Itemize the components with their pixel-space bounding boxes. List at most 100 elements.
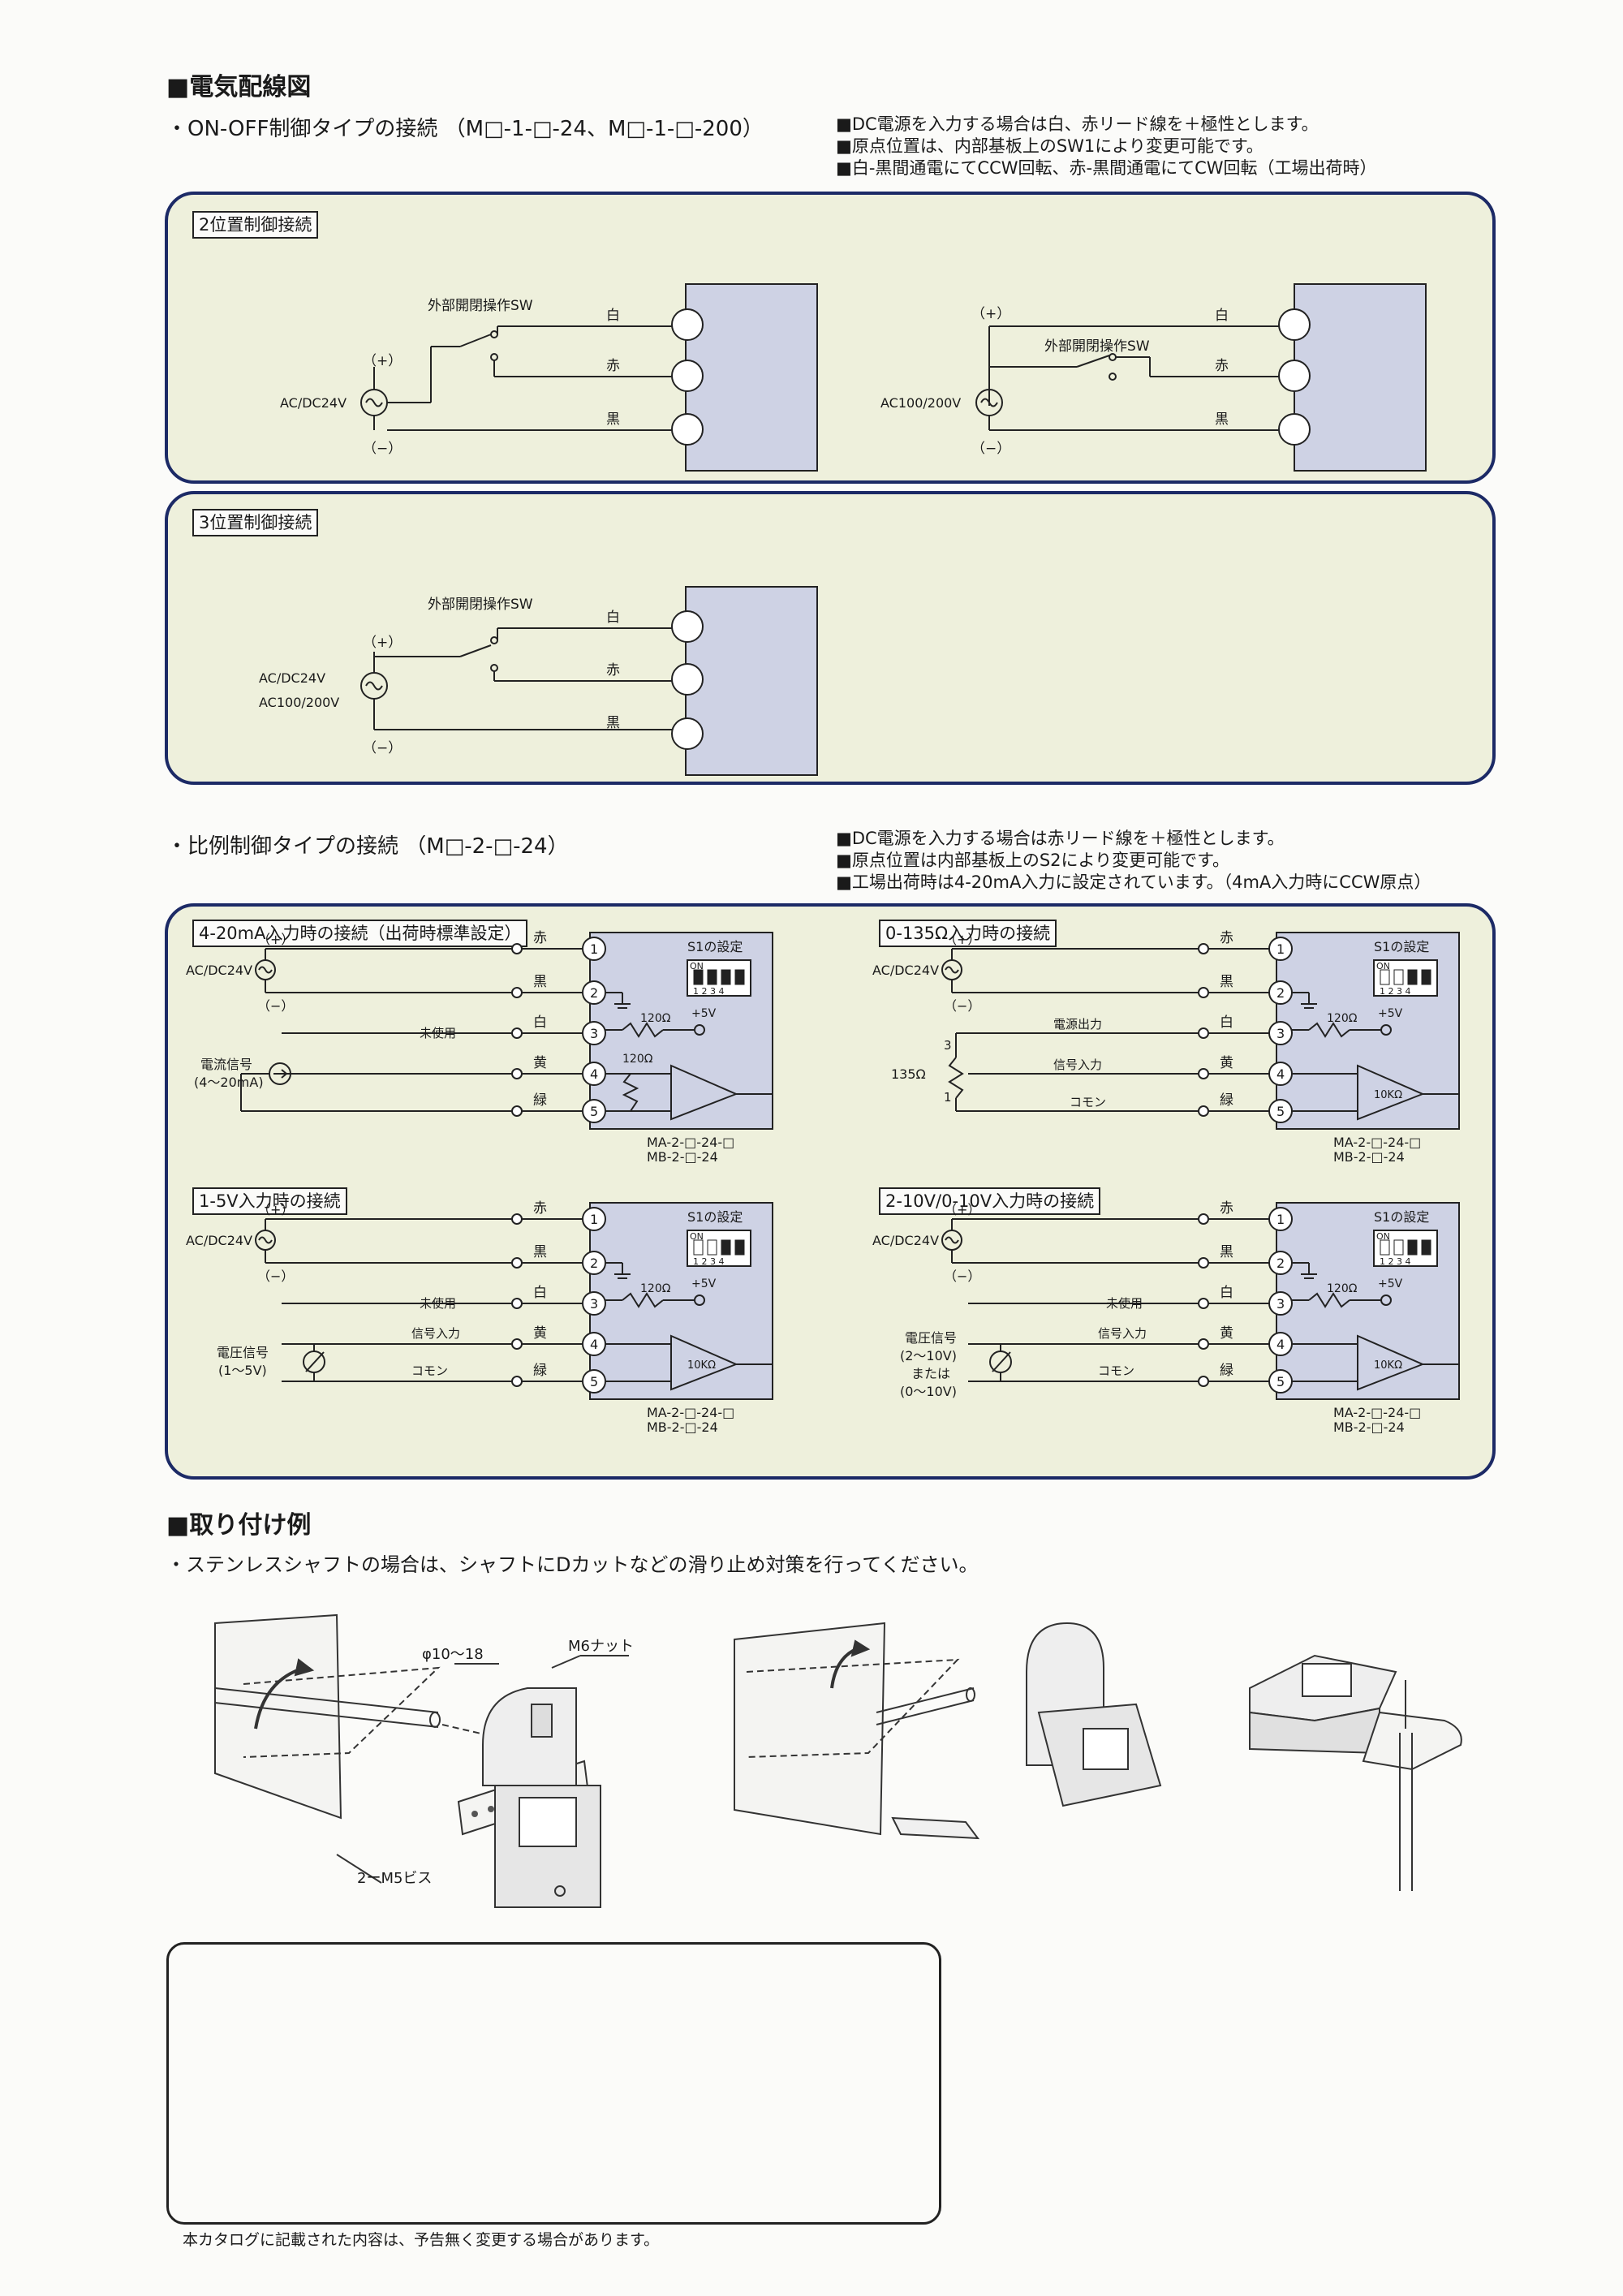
wire-color-label: 赤 — [533, 1200, 547, 1217]
sine-wave-icon — [258, 1236, 273, 1244]
terminal-number: 2 — [1276, 1256, 1285, 1271]
panel-three-position: 3位置制御接続 外部開閉操作SW 白 赤 黒 （+） （−） AC/DC24V … — [165, 491, 1496, 785]
wire-white-label: 白 — [606, 308, 620, 324]
minus-label: （−） — [944, 998, 980, 1014]
wire-red-label: 赤 — [606, 358, 620, 374]
s1-setting-label: S1の設定 — [1374, 939, 1429, 954]
wire-end — [511, 1338, 523, 1350]
current-signal-label: 電流信号 — [200, 1057, 252, 1072]
terminal-number: 4 — [1276, 1066, 1285, 1082]
terminal-number: 3 — [1276, 1026, 1285, 1041]
power-acdc24-label: AC/DC24V — [280, 395, 347, 411]
wire-color-label: 緑 — [533, 1092, 547, 1109]
minus-label: （−） — [944, 1269, 980, 1284]
wire-color-label: 緑 — [1220, 1363, 1233, 1379]
sw-label-2pos-left: 外部開閉操作SW — [428, 298, 533, 314]
terminal-number: 4 — [590, 1337, 598, 1352]
onoff-note-1: ■DC電源を入力する場合は白、赤リード線を＋極性とします。 — [836, 114, 1319, 134]
amplifier-symbol — [1357, 1064, 1425, 1121]
power-acdc24-label: AC/DC24V — [186, 963, 252, 978]
wire-color-label: 赤 — [1220, 1200, 1233, 1217]
plus-5v-node — [1380, 1294, 1392, 1306]
dip-number-label: 1 2 3 4 — [1380, 986, 1410, 997]
model-b-label: MB-2-□-24 — [647, 1149, 718, 1165]
model-a-label: MA-2-□-24-□ — [1333, 1405, 1421, 1420]
wire-end — [511, 943, 523, 954]
model-a-label: MA-2-□-24-□ — [647, 1135, 734, 1150]
unused-label: 未使用 — [1106, 1296, 1143, 1311]
prop-note-1: ■DC電源を入力する場合は赤リード線を＋極性とします。 — [836, 829, 1285, 848]
three-position-diagram: 外部開閉操作SW 白 赤 黒 （+） （−） AC/DC24V AC100/20… — [259, 586, 818, 776]
dip-on-label: ON — [1376, 961, 1390, 971]
dip-lever — [1407, 1239, 1418, 1256]
sine-wave-icon — [258, 966, 273, 974]
wire-color-label: 赤 — [533, 930, 547, 946]
resistor-10k-label: 10KΩ — [1374, 1089, 1402, 1101]
wire-color-label: 黒 — [1220, 1244, 1233, 1260]
footer-disclaimer: 本カタログに記載された内容は、予告無く変更する場合があります。 — [183, 2231, 660, 2249]
plus-label: （+） — [257, 932, 294, 947]
variable-arrow — [992, 1351, 1011, 1372]
resistor-120-label: 120Ω — [640, 1012, 671, 1025]
dip-lever — [693, 1239, 704, 1256]
sine-wave-icon — [945, 966, 959, 974]
common-label: コモン — [1098, 1363, 1134, 1378]
wire-end — [511, 1068, 523, 1079]
voltage-signal-label: 電圧信号 — [217, 1345, 269, 1360]
resistor-symbol — [622, 1292, 664, 1308]
terminal-number: 3 — [1276, 1296, 1285, 1312]
dip-lever — [1421, 1239, 1431, 1256]
sw-label-2pos-right: 外部開閉操作SW — [1044, 338, 1150, 355]
wire-black-label: 黒 — [606, 715, 620, 731]
plus-label: （+） — [944, 932, 980, 947]
wire-color-label: 白 — [1220, 1285, 1233, 1301]
resistor-120-label: 120Ω — [1327, 1012, 1358, 1025]
resistor-120-label: 120Ω — [640, 1282, 671, 1295]
shunt-resistor-symbol — [622, 1073, 639, 1112]
terminal-number: 2 — [590, 1256, 598, 1271]
dip-on-label: ON — [1376, 1231, 1390, 1242]
wire-red-label: 赤 — [606, 662, 620, 678]
plus-5v-node — [1380, 1024, 1392, 1036]
power-acdc24-label: AC/DC24V — [186, 1233, 252, 1248]
model-b-label: MB-2-□-24 — [647, 1419, 718, 1435]
dip-lever — [721, 1239, 731, 1256]
minus-label: （−） — [363, 441, 402, 457]
voltage-range-0-10-label: (0～10V) — [900, 1384, 957, 1399]
panel-two-position: 2位置制御接続 外部開閉操作SW 白 赤 黒 （+） （−） AC/DC24V … — [165, 192, 1496, 484]
dip-number-label: 1 2 3 4 — [1380, 1256, 1410, 1267]
wire-end — [1198, 1213, 1209, 1225]
section-title-wiring: ■電気配線図 — [166, 73, 312, 101]
wire-end — [1198, 943, 1209, 954]
wire-color-label: 白 — [533, 1285, 547, 1301]
wire-color-label: 白 — [533, 1014, 547, 1031]
wire-end — [511, 1257, 523, 1269]
panel-title-three-position: 3位置制御接続 — [192, 509, 319, 536]
terminal-number: 2 — [1276, 985, 1285, 1001]
wire-end — [511, 1027, 523, 1039]
plus-5v-label: +5V — [691, 1007, 717, 1020]
wire-end — [1198, 1068, 1209, 1079]
amplifier-symbol — [670, 1334, 738, 1391]
dip-number-label: 1 2 3 4 — [693, 1256, 724, 1267]
onoff-note-2: ■原点位置は、内部基板上のSW1により変更可能です。 — [836, 136, 1264, 156]
wire-end — [1198, 1298, 1209, 1309]
wire-end — [1198, 1105, 1209, 1117]
terminal-number: 5 — [1276, 1104, 1285, 1119]
wire-end — [511, 1213, 523, 1225]
terminal-number: 3 — [590, 1296, 598, 1312]
s1-setting-label: S1の設定 — [687, 939, 743, 954]
voltage-range-1-5-label: (1～5V) — [218, 1363, 267, 1378]
wire-color-label: 黄 — [533, 1055, 547, 1071]
variable-arrow — [305, 1351, 325, 1372]
wire-end — [1198, 1027, 1209, 1039]
dip-lever — [707, 969, 717, 985]
wire-end — [1198, 1257, 1209, 1269]
or-label: または — [911, 1366, 950, 1381]
prop-note-2: ■原点位置は内部基板上のS2により変更可能です。 — [836, 851, 1230, 870]
mounting-illustrations: φ10～18 M6ナット 2ーM5ビス — [214, 1613, 1462, 1908]
arrow — [281, 1069, 287, 1075]
plus-5v-label: +5V — [1378, 1277, 1403, 1290]
wire-end — [1198, 1376, 1209, 1387]
